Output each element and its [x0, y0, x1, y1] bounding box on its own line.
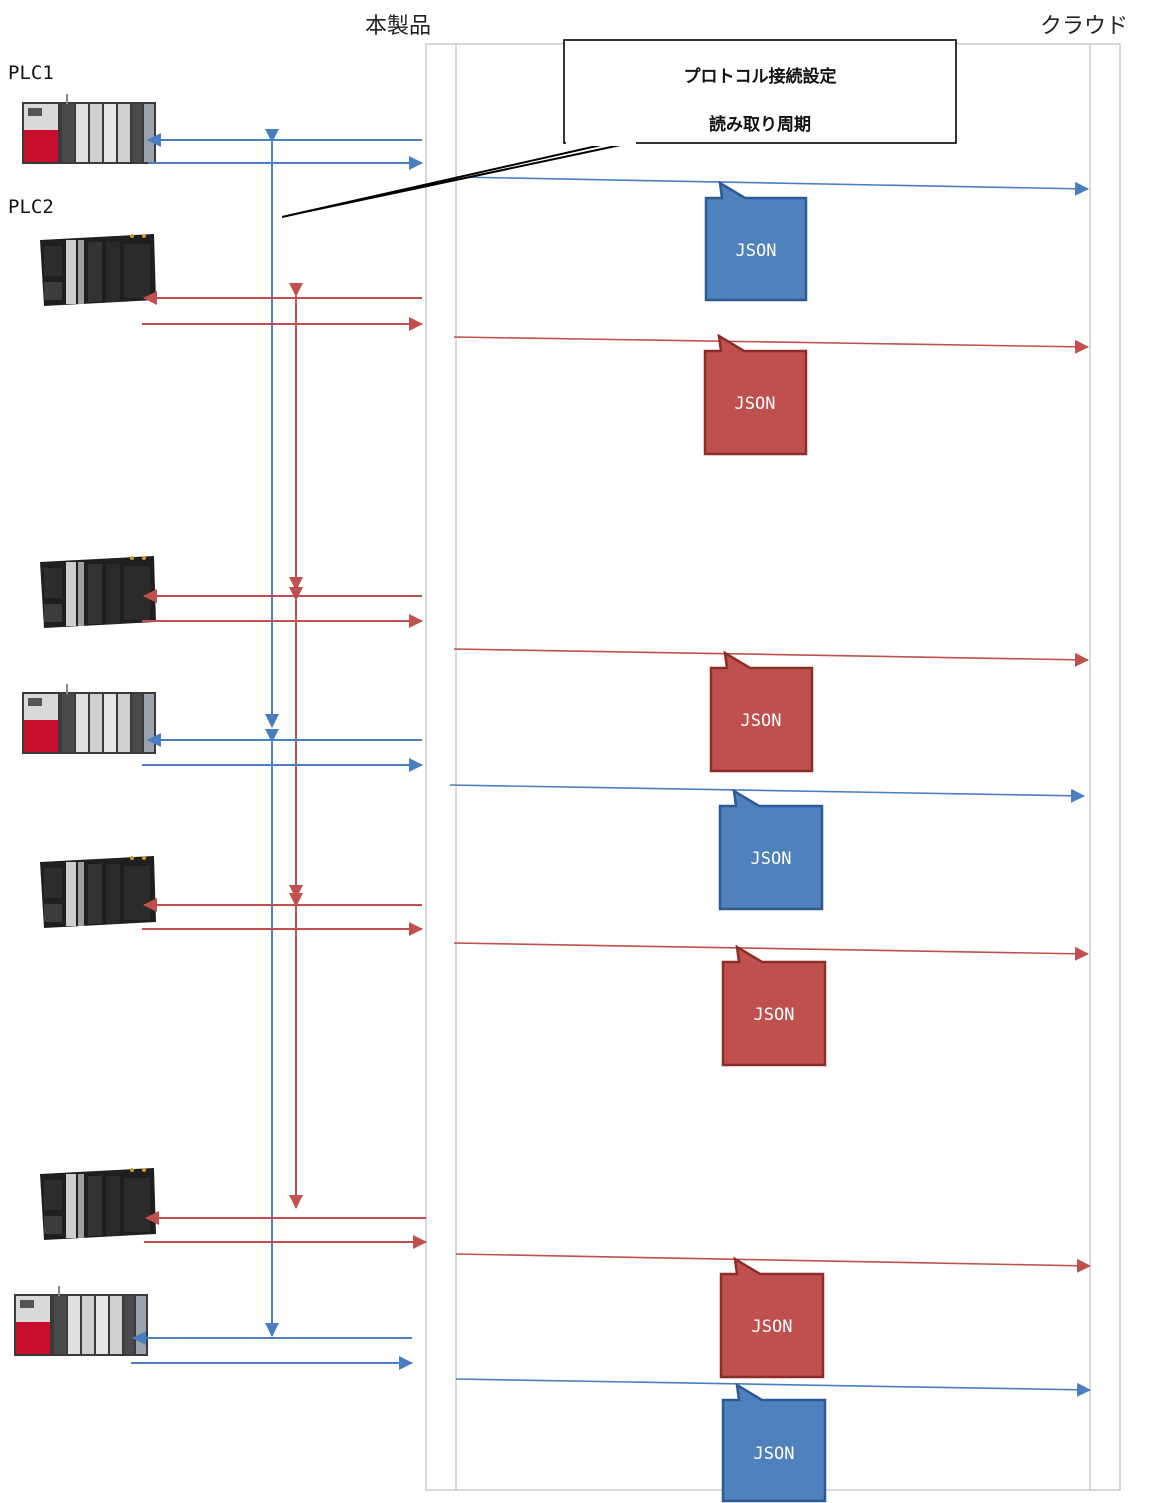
callout-line2: 読み取り周期	[709, 114, 811, 135]
red-send-cloud-3	[453, 942, 1089, 961]
json-badge-label: JSON	[754, 1005, 795, 1025]
plc1-device-1	[22, 94, 156, 164]
json-badge-red-2: JSON	[709, 650, 814, 773]
callout-line1: プロトコル接続設定	[684, 66, 837, 87]
red-send-cloud-2	[453, 648, 1089, 667]
cloud-header: クラウド	[1040, 14, 1129, 39]
json-badge-red-4: JSON	[719, 1256, 825, 1379]
red-send-cloud-4	[455, 1253, 1091, 1273]
plc2-device-2	[40, 556, 156, 628]
json-badge-label: JSON	[754, 1444, 795, 1464]
json-badge-blue-3: JSON	[721, 1382, 827, 1503]
plc2-device-4	[40, 1168, 156, 1240]
blue-send-cloud-3	[455, 1378, 1091, 1397]
plc1-label: PLC1	[8, 62, 54, 84]
plc1-device-3	[14, 1286, 148, 1356]
json-badge-red-3: JSON	[721, 944, 827, 1067]
json-badge-blue-1: JSON	[704, 180, 808, 302]
plc2-device-3	[40, 856, 156, 928]
blue-send-cloud-2	[449, 784, 1085, 803]
plc1-device-2	[22, 684, 156, 754]
red-send-cloud-1	[453, 336, 1089, 354]
json-badge-label: JSON	[736, 241, 777, 261]
callout-box	[563, 39, 957, 144]
plc2-device-1	[40, 234, 156, 306]
json-badge-label: JSON	[741, 711, 782, 731]
blue-send-cloud-1	[455, 176, 1089, 196]
plc2-label: PLC2	[8, 196, 54, 218]
json-badge-blue-2: JSON	[718, 788, 824, 911]
json-badge-red-1: JSON	[703, 333, 808, 456]
product-header: 本製品	[365, 14, 432, 39]
json-badge-label: JSON	[751, 849, 792, 869]
json-badge-label: JSON	[735, 394, 776, 414]
json-badge-label: JSON	[752, 1317, 793, 1337]
